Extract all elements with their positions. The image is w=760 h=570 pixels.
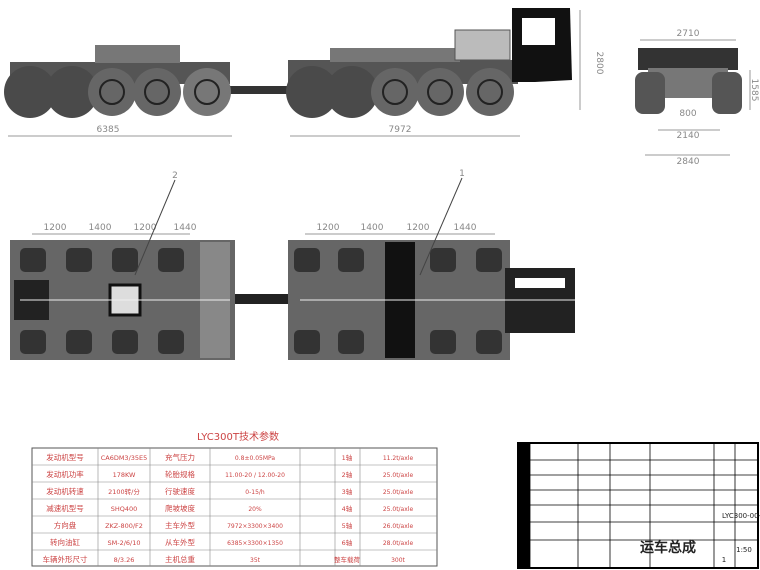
svg-text:0-15/h: 0-15/h [245,489,265,496]
svg-text:25.0t/axle: 25.0t/axle [383,472,414,479]
svg-text:方向盘: 方向盘 [54,520,77,530]
svg-text:4轴: 4轴 [342,504,353,513]
svg-text:SHQ400: SHQ400 [111,505,138,513]
cab-window [522,18,555,45]
plan-front-spacing-4: 1440 [454,223,477,233]
spec-table-col3-values: 11.2t/axle 25.0t/axle 25.0t/axle 25.0t/a… [383,455,414,564]
svg-text:发动机型号: 发动机型号 [46,452,84,462]
svg-text:从车外型: 从车外型 [165,537,195,547]
spec-table-col2-labels: 充气压力 轮胎规格 行驶速度 爬坡坡度 主车外型 从车外型 主机总重 [165,452,195,564]
plan-rear-spacing-4: 1440 [174,223,197,233]
svg-text:ZKZ-800/F2: ZKZ-800/F2 [105,522,143,530]
spec-table: LYC300T技术参数 发动机型号 发动机功率 发动机转速 减速机型号 方向盘 … [31,430,438,567]
svg-text:轮胎规格: 轮胎规格 [165,469,195,479]
end-wheel-right [712,72,742,114]
svg-text:300t: 300t [391,557,405,564]
svg-text:7972×3300×3400: 7972×3300×3400 [227,523,283,530]
svg-text:车辆外形尺寸: 车辆外形尺寸 [43,554,88,564]
dim-end-top: 2710 [677,29,700,39]
spec-table-grid [32,448,437,566]
dim-end-bottom: 2840 [677,157,700,167]
plan-rear-spacing-3: 1200 [134,223,157,233]
plan-rear-spacing-1: 1200 [44,223,67,233]
svg-text:35t: 35t [250,557,261,564]
engine [454,29,511,61]
svg-text:爬坡坡度: 爬坡坡度 [165,503,195,513]
title-block: LYC300-00-00-000 运车总成 1:50 1 [517,442,760,569]
dim-height: 2800 [594,52,604,75]
svg-text:3轴: 3轴 [342,487,353,496]
tractor-wheels [286,66,514,118]
dim-trailer-length: 6385 [97,125,120,135]
spec-table-col1-values: CA6DM3/35E5 178KW 2100转/分 SHQ400 ZKZ-800… [101,454,148,564]
end-view: 2710 800 2140 2840 1585 [635,29,759,167]
svg-text:25.0t/axle: 25.0t/axle [383,506,414,513]
plan-trailer-wheel-pads [20,248,184,354]
svg-text:2100转/分: 2100转/分 [108,487,140,496]
spec-table-col3-labels: 1轴 2轴 3轴 4轴 5轴 6轴 整车载荷 [334,453,361,564]
spec-table-col2-values: 0.8±0.05MPa 11.00-20 / 12.00-20 0-15/h 2… [225,455,285,564]
svg-text:5轴: 5轴 [342,521,353,530]
svg-text:0.8±0.05MPa: 0.8±0.05MPa [235,455,275,462]
svg-text:SM-2/6/10: SM-2/6/10 [107,539,140,547]
callout-line-1 [419,177,463,276]
drawing-number: LYC300-00-00-000 [722,512,760,520]
tractor-deck [330,48,460,62]
plan-view: 1200 1400 1200 1440 1200 1400 1200 1440 [10,169,575,360]
svg-text:行驶速度: 行驶速度 [165,486,195,496]
svg-text:发动机功率: 发动机功率 [46,469,84,479]
svg-text:主机总重: 主机总重 [165,554,195,564]
dim-end-mid: 2140 [677,131,700,141]
dim-end-inner: 800 [679,109,696,119]
callout-2: 2 [172,171,178,181]
svg-text:发动机转速: 发动机转速 [46,486,84,496]
plan-cab-hood [515,278,565,288]
dim-end-height: 1585 [749,79,759,102]
plan-front-spacing-1: 1200 [317,223,340,233]
plan-tractor-wheel-pads [294,248,502,354]
svg-text:28.0t/axle: 28.0t/axle [383,540,414,547]
svg-text:25.0t/axle: 25.0t/axle [383,489,414,496]
svg-text:11.2t/axle: 11.2t/axle [383,455,414,462]
svg-text:178KW: 178KW [113,471,136,479]
svg-text:减速机型号: 减速机型号 [46,503,84,513]
plan-rear-spacing-2: 1400 [89,223,112,233]
svg-text:11.00-20 / 12.00-20: 11.00-20 / 12.00-20 [225,472,285,479]
side-view: 6385 7972 2800 [4,8,604,137]
spec-table-col1-labels: 发动机型号 发动机功率 发动机转速 减速机型号 方向盘 转向油缸 车辆外形尺寸 [43,452,88,564]
svg-text:整车载荷: 整车载荷 [334,555,361,564]
plan-drawbar [235,294,290,304]
drawbar [230,86,290,94]
drawing-scale: 1:50 [736,546,752,554]
svg-text:充气压力: 充气压力 [165,452,195,462]
svg-text:6轴: 6轴 [342,538,353,547]
plan-front-spacing-2: 1400 [361,223,384,233]
callout-line-2 [134,179,176,276]
svg-text:主车外型: 主车外型 [165,520,195,530]
svg-text:6385×3300×1350: 6385×3300×1350 [227,540,283,547]
spec-table-title: LYC300T技术参数 [197,430,279,443]
svg-text:26.0t/axle: 26.0t/axle [383,523,414,530]
svg-text:CA6DM3/35E5: CA6DM3/35E5 [101,454,148,462]
plan-front-spacing-3: 1200 [407,223,430,233]
end-deck [638,48,738,70]
trailer-deck [95,45,180,63]
callout-1: 1 [459,169,465,179]
svg-text:8/3.26: 8/3.26 [114,556,135,564]
end-wheel-left [635,72,665,114]
svg-text:转向油缸: 转向油缸 [50,537,80,547]
svg-text:20%: 20% [248,506,262,513]
drawing-title: 运车总成 [640,539,696,556]
sheet-number: 1 [722,556,726,564]
svg-text:2轴: 2轴 [342,470,353,479]
svg-text:1轴: 1轴 [342,453,353,462]
dim-tractor-length: 7972 [389,125,412,135]
trailer-wheels [4,66,231,118]
